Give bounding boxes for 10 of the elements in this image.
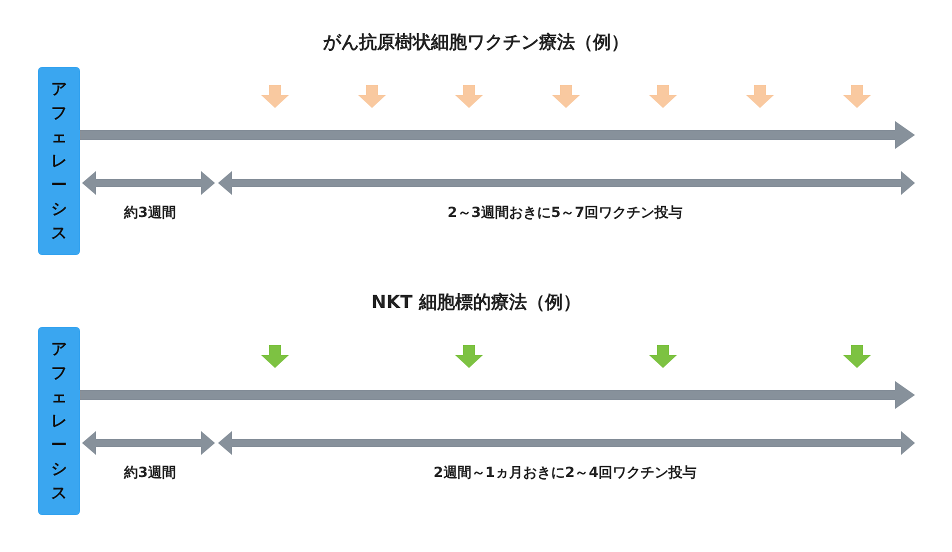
duration-label: 約3週間 bbox=[124, 464, 176, 482]
process-box: アフェレーシス bbox=[38, 327, 80, 515]
timeline-arrow bbox=[80, 381, 915, 409]
duration-label: 約3週間 bbox=[124, 204, 176, 222]
duration-label: 2週間～1ヵ月おきに2～4回ワクチン投与 bbox=[434, 464, 696, 482]
timeline-arrow bbox=[80, 121, 915, 149]
process-box: アフェレーシス bbox=[38, 67, 80, 255]
section-heading: NKT 細胞標的療法（例） bbox=[371, 291, 581, 314]
duration-label: 2～3週間おきに5～7回ワクチン投与 bbox=[448, 204, 682, 222]
section-heading: がん抗原樹状細胞ワクチン療法（例） bbox=[323, 31, 629, 54]
